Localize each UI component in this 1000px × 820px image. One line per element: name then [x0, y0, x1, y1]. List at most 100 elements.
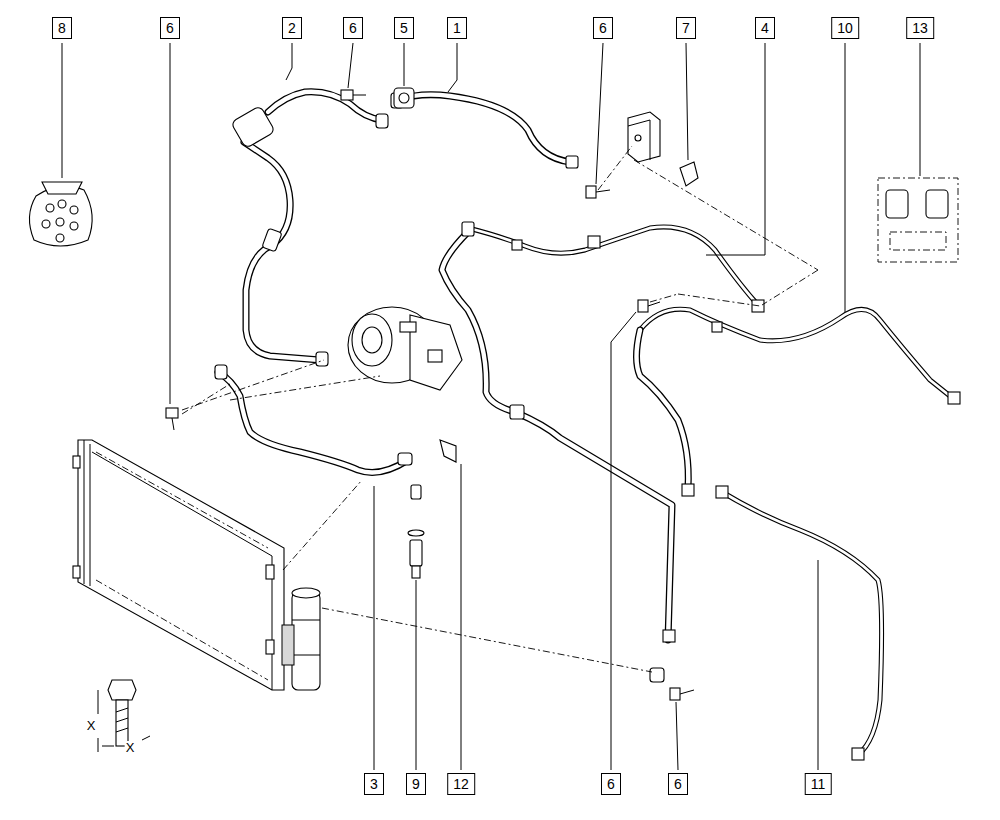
pipe-fitting: [852, 748, 864, 760]
compressor: [428, 350, 442, 362]
pipe: [398, 95, 570, 162]
bolt: [680, 690, 694, 694]
leader-line: [706, 43, 765, 255]
pipe: [398, 95, 570, 162]
callout-number: 2: [282, 17, 302, 39]
bolt-detail: [116, 708, 128, 712]
pipe-fitting: [948, 392, 960, 404]
pipe: [637, 330, 689, 488]
leader-line: [404, 43, 405, 86]
leader-line: [686, 43, 688, 160]
pipe: [218, 372, 408, 472]
leader-line: [62, 43, 920, 770]
pressure-switch: [410, 540, 422, 566]
condenser: [73, 440, 284, 690]
dehydrator-bottle: [282, 588, 320, 690]
seal-kit-bag: [42, 182, 82, 194]
pipe: [244, 142, 320, 360]
condenser: [96, 580, 268, 680]
valve-caps: [926, 190, 948, 218]
pipe: [442, 232, 672, 640]
bolt: [596, 190, 610, 192]
callout-number: 6: [593, 17, 613, 39]
pipe: [640, 309, 955, 400]
pressure-switch: [408, 485, 424, 578]
leader-line: [596, 43, 603, 184]
bolt: [648, 302, 660, 306]
leader-line: [650, 294, 678, 302]
callout-number: 11: [805, 773, 832, 795]
pressure-switch: [411, 485, 421, 499]
bolt: [586, 186, 596, 198]
leader-line: [762, 270, 818, 305]
leader-line: [348, 43, 353, 88]
grommet: [394, 88, 414, 108]
pipe-fitting: [588, 236, 600, 248]
pipe-fitting: [512, 240, 522, 250]
valve-caps: [890, 232, 946, 250]
pipe: [218, 92, 955, 755]
condenser: [73, 566, 80, 578]
dehydrator-bottle: [292, 655, 320, 656]
pipe-fitting: [510, 405, 524, 419]
leader-line: [920, 43, 921, 176]
leader-line: [374, 486, 375, 770]
seal-kit-bag: [56, 234, 64, 242]
bolt: [638, 300, 648, 312]
pipe: [442, 232, 672, 640]
leader-line: [598, 146, 632, 190]
bolt-detail: [142, 736, 150, 740]
leader-line: [448, 43, 457, 92]
pipe-fitting: [462, 222, 474, 236]
pipe: [722, 492, 882, 755]
leader-line: [283, 480, 362, 570]
leader-line: [845, 43, 846, 312]
pipe-fitting: [316, 352, 328, 366]
pipe-clip: [440, 440, 456, 462]
leader-line: [286, 43, 292, 80]
callout-number: 8: [52, 17, 72, 39]
compressor: [400, 322, 416, 332]
condenser: [92, 452, 272, 556]
callout-number: 6: [601, 773, 621, 795]
condenser: [73, 456, 80, 468]
bolt-detail: [98, 690, 99, 714]
leader-line: [182, 384, 230, 414]
leader-line: [170, 43, 171, 404]
dehydrator-bottle: [292, 620, 320, 621]
callout-number: 4: [755, 17, 775, 39]
leader-line: [230, 376, 380, 400]
pipe-fitting: [262, 228, 282, 252]
expansion-valve: [628, 112, 660, 162]
pipe-fitting: [650, 668, 664, 682]
seal-kit-bag: [70, 206, 78, 214]
pipe-fitting: [682, 484, 694, 496]
compressor: [362, 327, 382, 353]
pipe: [468, 227, 758, 305]
valve-caps: [878, 178, 958, 262]
condenser: [96, 452, 268, 548]
compressor: [352, 314, 392, 366]
leader-line: [182, 360, 324, 410]
callout-number: 6: [343, 17, 363, 39]
bolt: [172, 418, 174, 430]
callout-number: 13: [906, 17, 934, 39]
valve-caps: [886, 190, 908, 218]
callout-number: 5: [394, 17, 414, 39]
leader-line: [634, 160, 818, 270]
pipe-fitting: [712, 322, 722, 332]
pipe-fitting: [398, 453, 412, 465]
dehydrator-bottle: [282, 625, 294, 665]
bolt-detail: [108, 680, 136, 700]
bolt-detail: [116, 728, 128, 732]
leader-line: [676, 702, 678, 770]
callout-number: 7: [676, 17, 696, 39]
expansion-valve: [628, 120, 650, 126]
compressor: [348, 307, 462, 390]
bolt: [670, 688, 680, 700]
bolt-detail: [116, 718, 128, 722]
pipe-clip: [440, 162, 698, 462]
expansion-valve: [628, 112, 660, 162]
